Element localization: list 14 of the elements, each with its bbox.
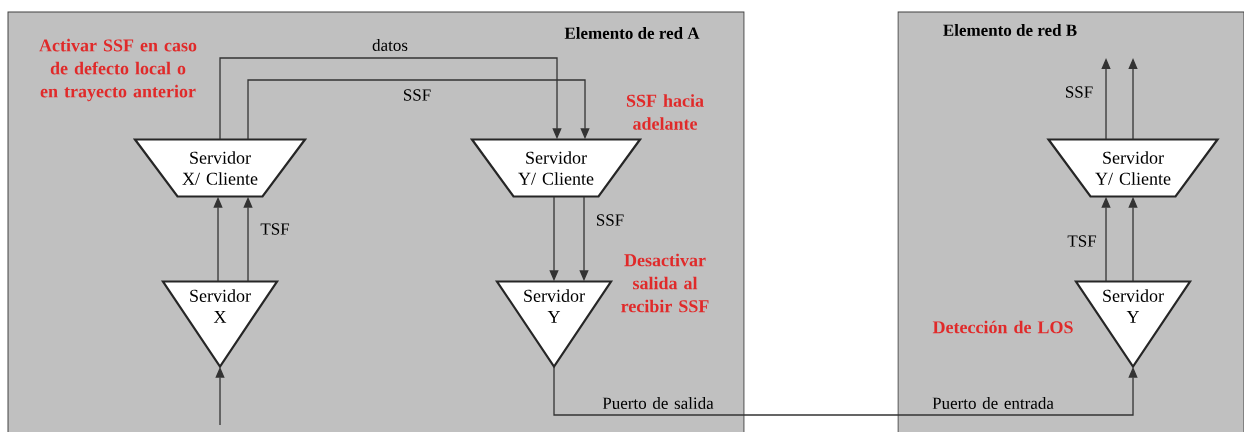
edge-label: datos (372, 39, 408, 51)
port-label: Puerto de salida (602, 397, 714, 409)
edge-label: SSF (596, 214, 624, 226)
edge-label: SSF (1065, 86, 1093, 98)
edge-label: SSF (403, 89, 431, 101)
note-text: Desactivar salida al recibir SSF (621, 253, 709, 313)
edge-label: TSF (1067, 235, 1097, 247)
port-label: Puerto de entrada (932, 397, 1054, 409)
note-text: Activar SSF en caso de defecto local o en trayecto anterior (39, 38, 197, 102)
arrow (219, 57, 562, 140)
note-text: SSF hacia adelante (626, 94, 704, 130)
arrow (553, 366, 1138, 416)
edge-label: TSF (260, 223, 290, 235)
arrow (247, 79, 590, 140)
